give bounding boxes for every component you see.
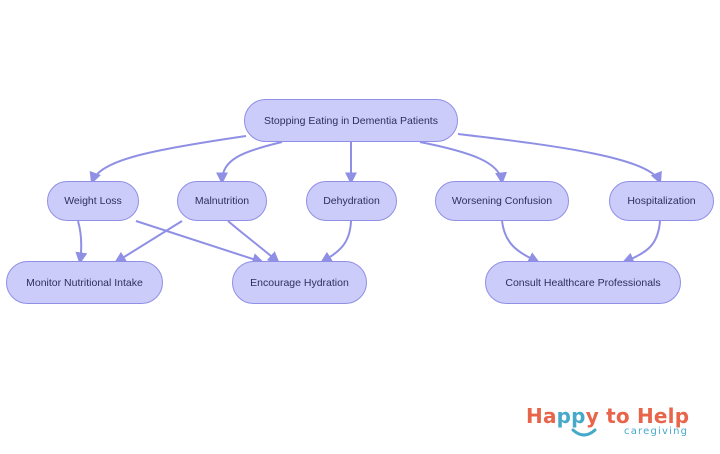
logo-name: Happy to Help bbox=[526, 404, 690, 428]
node-hospitalization[interactable]: Hospitalization bbox=[609, 181, 714, 221]
edge-dehydration-hydration bbox=[319, 220, 352, 264]
node-root[interactable]: Stopping Eating in Dementia Patients bbox=[244, 99, 458, 142]
edge-confusion-consult bbox=[501, 220, 541, 264]
edge-malnutrition-monitor bbox=[113, 220, 183, 264]
edges-layer bbox=[75, 133, 662, 265]
edge-root-weight-loss bbox=[89, 135, 247, 185]
edge-weight-loss-hydration bbox=[135, 220, 265, 265]
node-consult-healthcare-professionals[interactable]: Consult Healthcare Professionals bbox=[485, 261, 681, 304]
edge-hospitalization-consult bbox=[621, 220, 661, 264]
edge-root-hospitalization bbox=[457, 133, 662, 185]
logo-tagline: caregiving bbox=[624, 426, 689, 437]
node-monitor-nutritional-intake[interactable]: Monitor Nutritional Intake bbox=[6, 261, 163, 304]
brand-logo: Happy to Help caregiving bbox=[526, 404, 706, 444]
node-worsening-confusion[interactable]: Worsening Confusion bbox=[435, 181, 569, 221]
edge-root-worsening-confusion bbox=[419, 141, 508, 185]
smile-icon bbox=[571, 428, 597, 437]
edge-weight-loss-monitor bbox=[75, 220, 88, 265]
edge-malnutrition-hydration bbox=[227, 220, 280, 264]
node-encourage-hydration[interactable]: Encourage Hydration bbox=[232, 261, 367, 304]
node-weight-loss[interactable]: Weight Loss bbox=[47, 181, 139, 221]
node-malnutrition[interactable]: Malnutrition bbox=[177, 181, 267, 221]
edge-root-malnutrition bbox=[216, 141, 283, 185]
node-dehydration[interactable]: Dehydration bbox=[306, 181, 397, 221]
